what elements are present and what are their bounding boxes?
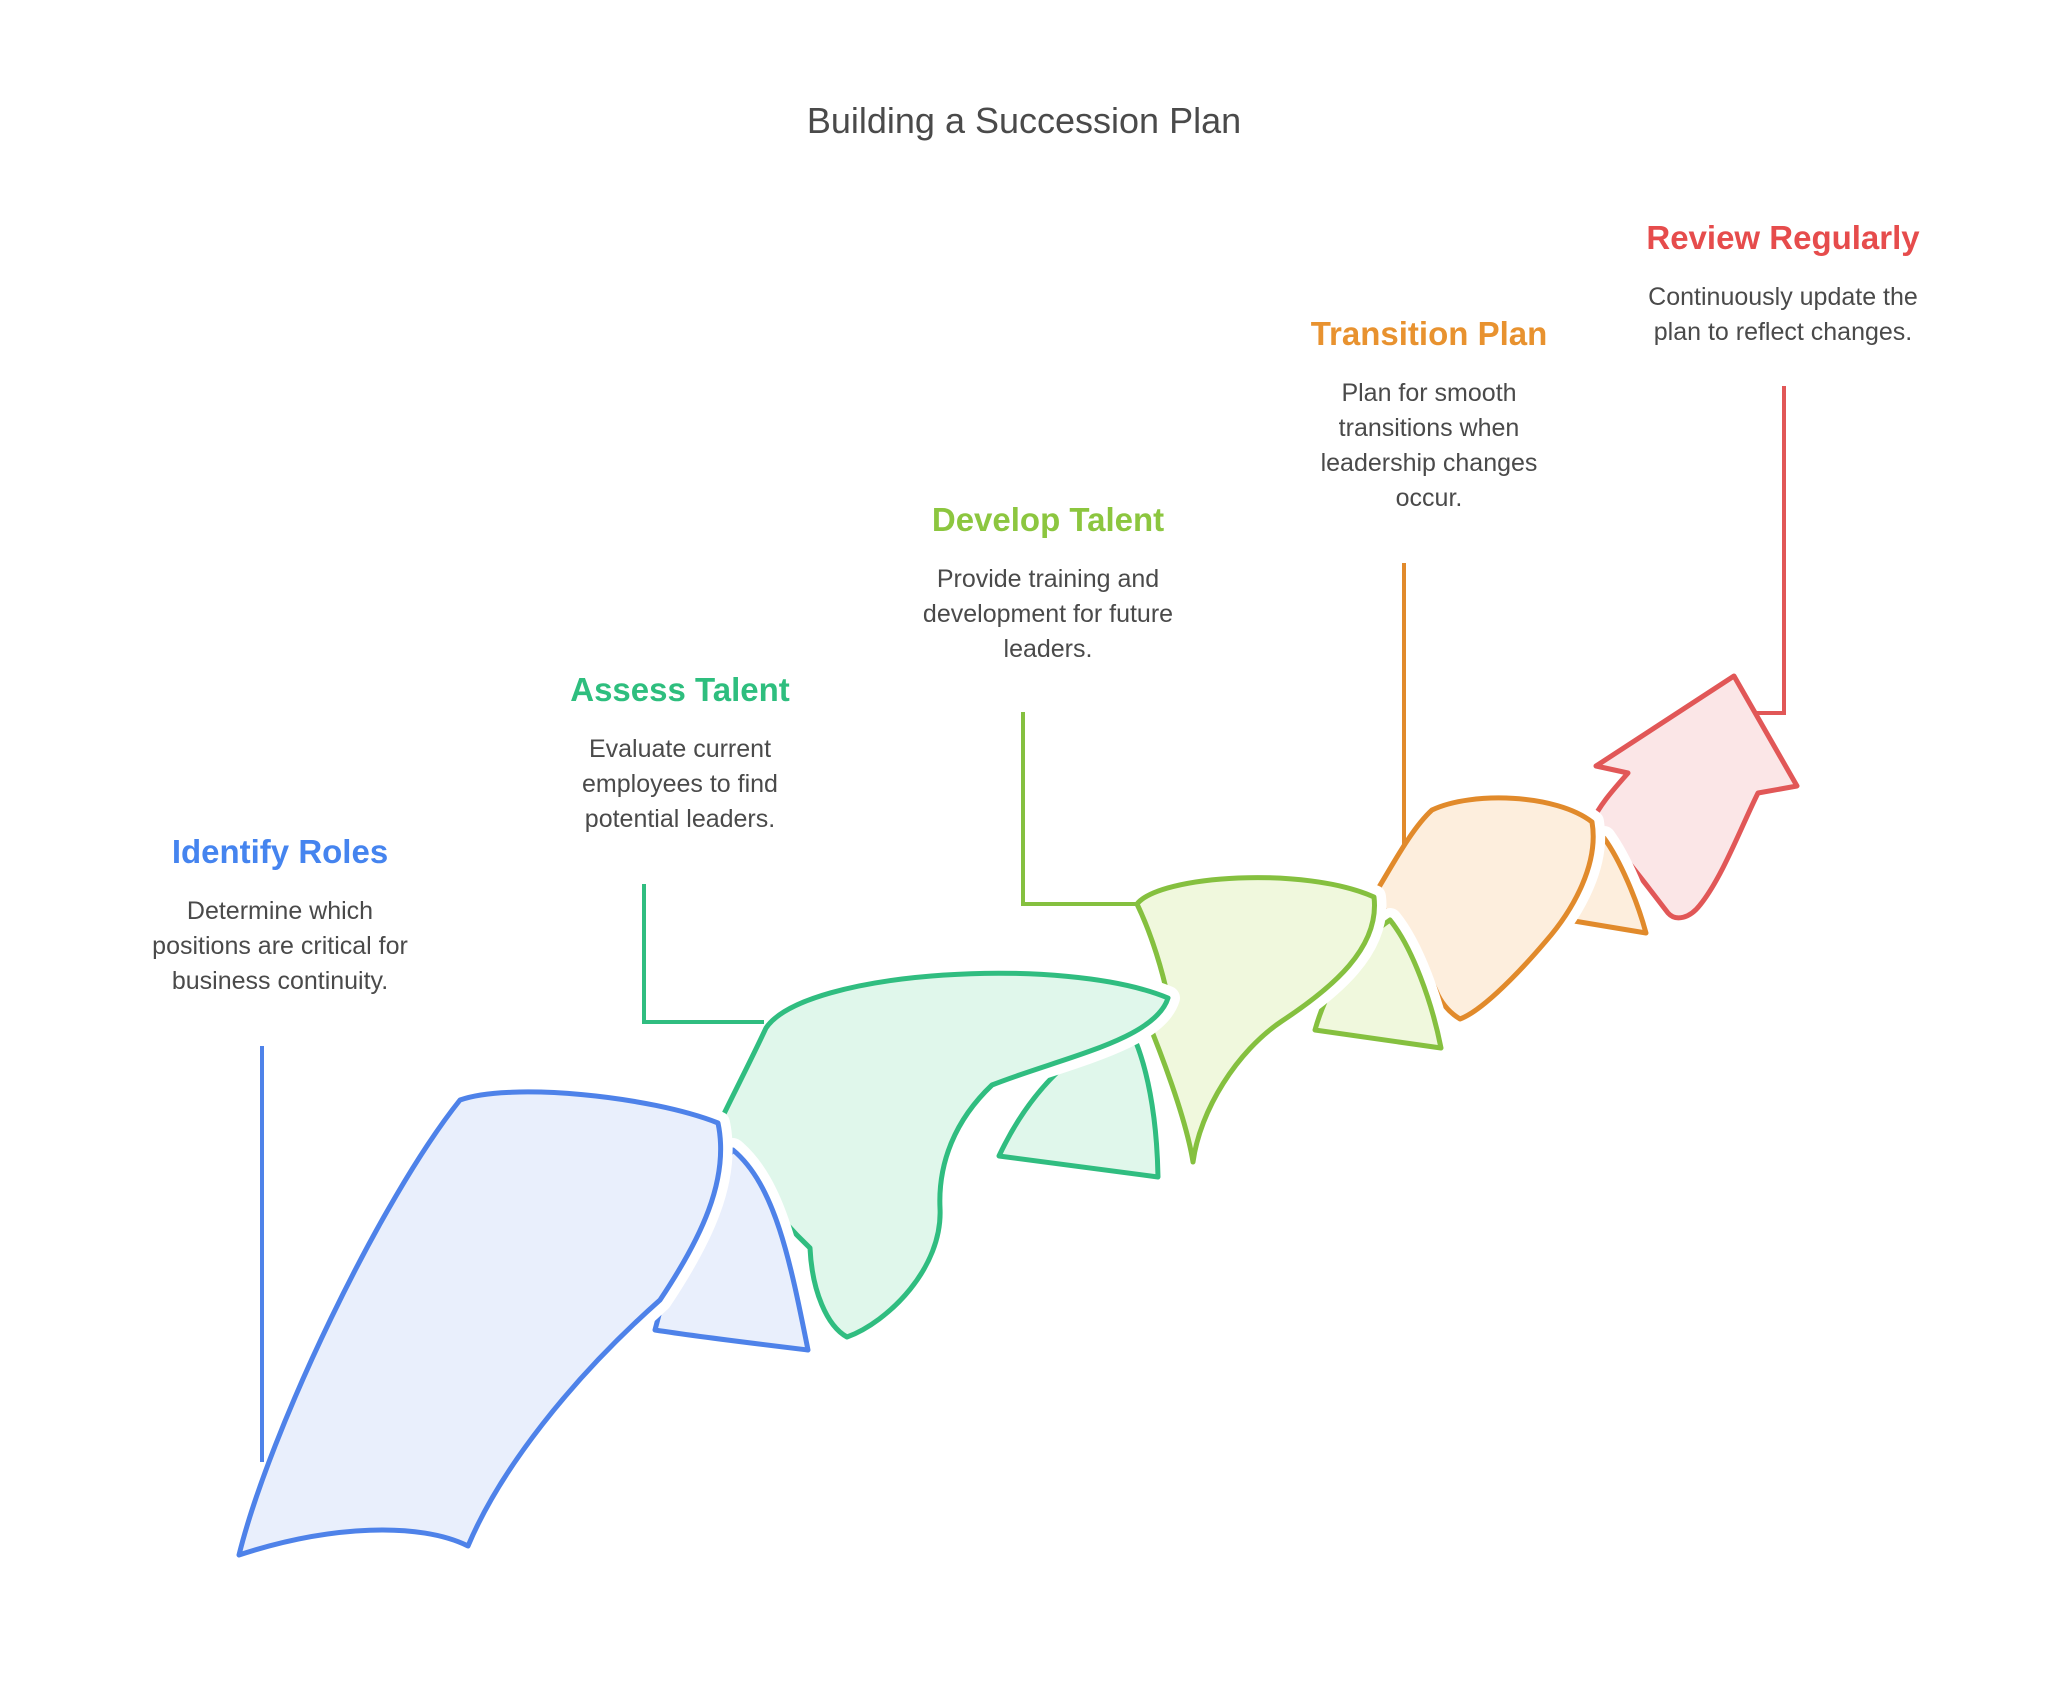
- step-description: Provide training and development for fut…: [922, 565, 1174, 663]
- step-assess-talent: Assess Talent Evaluate current employees…: [490, 670, 870, 837]
- step-develop-talent: Develop Talent Provide training and deve…: [858, 500, 1238, 667]
- connector-review-regularly: [1754, 386, 1786, 715]
- connector-assess-talent: [642, 884, 764, 1024]
- band-develop-talent: [1125, 865, 1387, 1174]
- step-label: Review Regularly: [1646, 219, 1920, 256]
- step-label: Identify Roles: [171, 833, 389, 870]
- step-description: Evaluate current employees to find poten…: [582, 735, 778, 833]
- step-description: Determine which positions are critical f…: [152, 897, 408, 995]
- arrow-review-regularly: [1580, 664, 1809, 930]
- step-review-regularly: Review Regularly Continuously update the…: [1573, 218, 1993, 350]
- step-identify-roles: Identify Roles Determine which positions…: [90, 832, 470, 999]
- step-label: Develop Talent: [931, 501, 1165, 538]
- step-label: Assess Talent: [570, 671, 790, 708]
- band-assess-talent: [708, 961, 1180, 1349]
- step-description: Continuously update the plan to reflect …: [1648, 283, 1918, 346]
- page-title: Building a Succession Plan: [806, 100, 1242, 141]
- arrow-shape: [1589, 673, 1800, 921]
- connector-develop-talent: [1021, 712, 1138, 906]
- arch-assess-talent: [987, 1013, 1170, 1189]
- step-label: Transition Plan: [1310, 315, 1548, 352]
- connectors: [260, 386, 1786, 1462]
- band-identify-roles: [227, 1079, 733, 1567]
- step-description: Plan for smooth transitions when leaders…: [1320, 379, 1538, 512]
- step-transition-plan: Transition Plan Plan for smooth transiti…: [1239, 314, 1619, 516]
